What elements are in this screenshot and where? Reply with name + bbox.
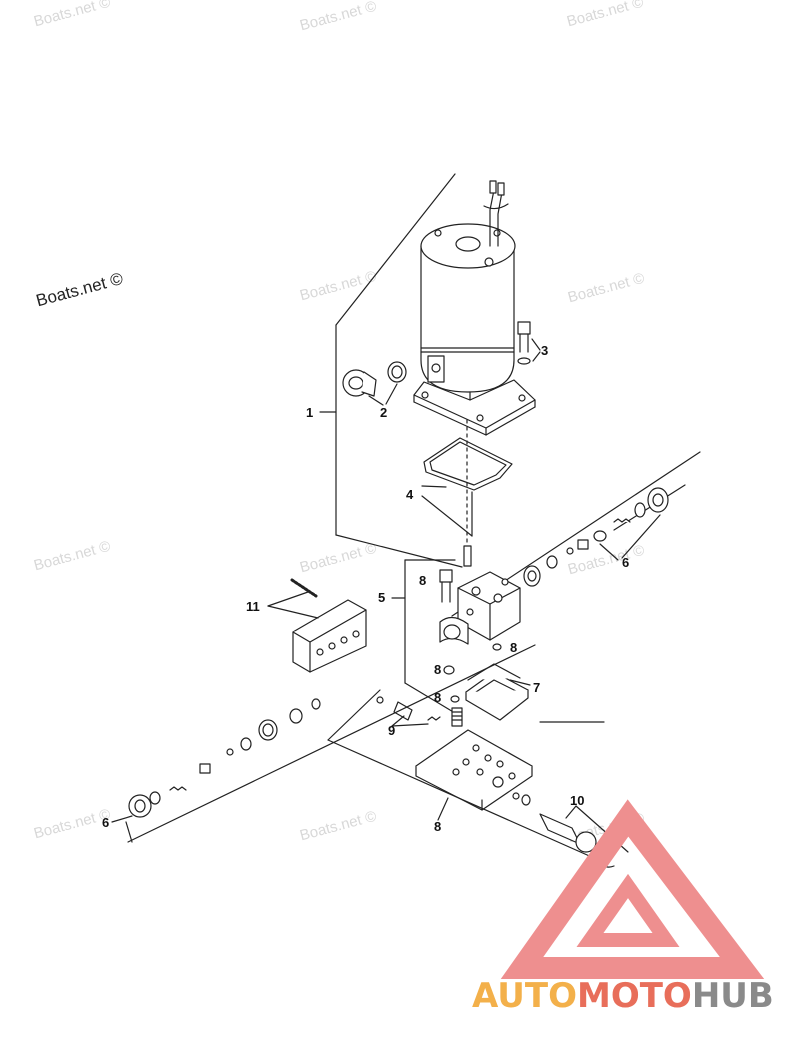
- brand-logo: AUTOMOTOHUB: [472, 976, 774, 1016]
- callout-10: 10: [570, 793, 585, 808]
- brand-triangle-icon: [500, 799, 765, 979]
- callout-4: 4: [406, 487, 414, 502]
- bracket-1: [319, 173, 463, 568]
- base-plate-8: [415, 729, 533, 811]
- gasket-4: [421, 437, 513, 537]
- axis-left: [127, 644, 536, 843]
- screw-3: [517, 321, 541, 365]
- brand-part-hub: HUB: [691, 976, 774, 1016]
- block-11: [267, 578, 367, 673]
- bolt-8-top: [439, 569, 453, 603]
- callout-8-top: 8: [419, 573, 427, 588]
- callout-8-washer: 8: [434, 662, 442, 677]
- callout-3: 3: [541, 343, 549, 358]
- callout-6-left: 6: [102, 815, 110, 830]
- pump-body: [439, 571, 521, 645]
- oring-8: [492, 643, 502, 651]
- callout-2: 2: [380, 405, 388, 420]
- callout-11: 11: [246, 599, 260, 614]
- callout-8-plate: 8: [434, 819, 442, 834]
- parts-6-left: [111, 698, 321, 843]
- callout-5: 5: [378, 590, 386, 605]
- brand-part-moto: MOTO: [576, 976, 692, 1016]
- callout-7: 7: [533, 680, 541, 695]
- parts-9: [376, 696, 441, 727]
- callout-9: 9: [388, 723, 396, 738]
- callout-8-spring: 8: [434, 690, 442, 705]
- plug-2: [342, 361, 407, 406]
- callout-6-right: 6: [622, 555, 630, 570]
- cover-7: [443, 663, 531, 721]
- dowel-pin: [463, 419, 472, 567]
- callout-8-oring: 8: [510, 640, 518, 655]
- motor: [413, 223, 536, 436]
- parts-6-right: [523, 487, 669, 587]
- bracket-5: [391, 559, 456, 714]
- spring-8: [451, 707, 463, 727]
- motor-wires: [483, 180, 509, 247]
- brand-part-auto: AUTO: [472, 976, 577, 1016]
- bracket-8: [327, 689, 613, 867]
- callout-1: 1: [306, 405, 314, 420]
